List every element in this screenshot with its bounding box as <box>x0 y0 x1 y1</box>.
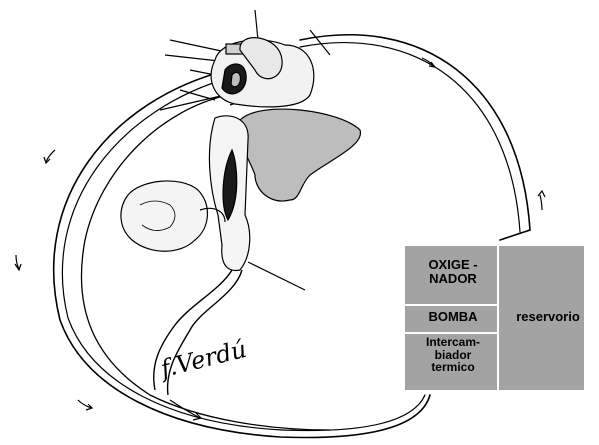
oxigenador-label: OXIGE - NADOR <box>408 258 498 285</box>
reservorio-label: reservorio <box>498 310 598 324</box>
bomba-label: BOMBA <box>408 310 498 324</box>
intercambiador-label: Intercam- biador termico <box>405 336 501 374</box>
